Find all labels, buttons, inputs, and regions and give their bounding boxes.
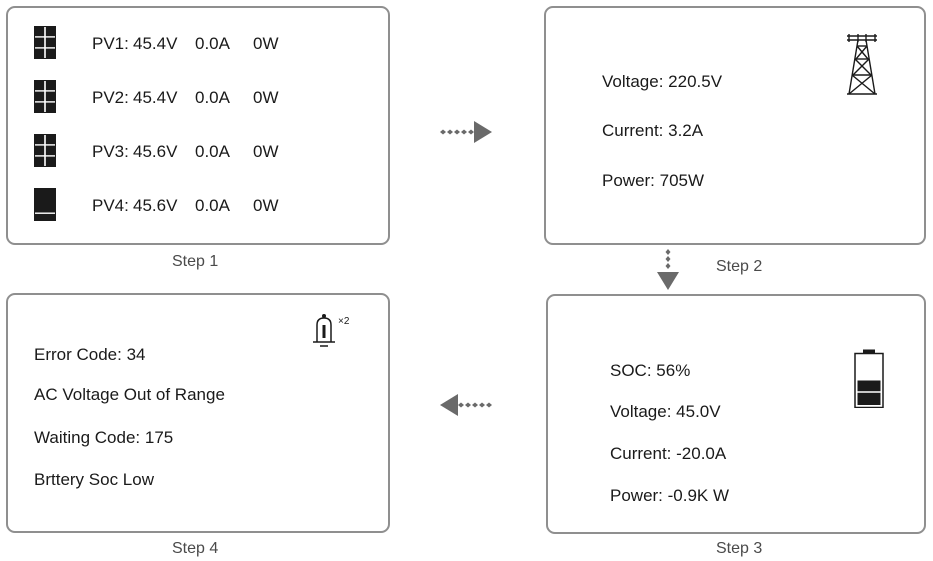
solar-panel-icon [34, 80, 56, 113]
pv1-voltage: 45.4V [133, 34, 178, 53]
pv1-current: 0.0A [195, 34, 230, 53]
pv2-label: PV2: [92, 88, 129, 107]
pv2-current: 0.0A [195, 88, 230, 107]
solar-panel-icon [34, 26, 56, 59]
pv2-power: 0W [253, 88, 279, 107]
pv1-power: 0W [253, 34, 279, 53]
pv4-voltage: 45.6V [133, 196, 178, 215]
power-tower-icon [847, 34, 877, 95]
step4-caption: Step 4 [172, 540, 219, 557]
battery-icon [854, 349, 884, 408]
pv3-current: 0.0A [195, 142, 230, 161]
pv3-voltage: 45.6V [133, 142, 178, 161]
step2-panel: Voltage: 220.5V Current: 3.2A Power: 705… [544, 6, 926, 245]
pv3-power: 0W [253, 142, 279, 161]
battery-power: Power: -0.9K W [610, 486, 730, 505]
pv2-voltage: 45.4V [133, 88, 178, 107]
battery-soc: SOC: 56% [610, 361, 691, 380]
pv4-current: 0.0A [195, 196, 230, 215]
error-code: Error Code: 34 [34, 345, 146, 364]
solar-panel-icon [34, 134, 56, 167]
pv3-label: PV3: [92, 142, 129, 161]
step1-panel: PV1: 45.4V 0.0A 0W PV2: 45.4V 0.0A 0W PV… [6, 6, 390, 245]
alarm-count: ×2 [338, 316, 350, 327]
waiting-code: Waiting Code: 175 [34, 428, 174, 447]
solar-panel-icon [34, 188, 56, 221]
error-text: AC Voltage Out of Range [34, 385, 225, 404]
step2-caption: Step 2 [716, 258, 763, 275]
arrow-down-icon [657, 249, 679, 290]
arrow-left-icon [440, 394, 492, 416]
pv4-power: 0W [253, 196, 279, 215]
pv4-label: PV4: [92, 196, 129, 215]
step3-caption: Step 3 [716, 540, 763, 557]
grid-voltage: Voltage: 220.5V [602, 72, 723, 91]
battery-current: Current: -20.0A [610, 444, 727, 463]
pv1-label: PV1: [92, 34, 129, 53]
step3-panel: SOC: 56% Voltage: 45.0V Current: -20.0A … [546, 294, 926, 534]
grid-current: Current: 3.2A [602, 121, 704, 140]
arrow-right-icon [440, 121, 492, 143]
alarm-bell-icon: ×2 [313, 314, 350, 347]
battery-voltage: Voltage: 45.0V [610, 402, 721, 421]
waiting-text: Brttery Soc Low [34, 470, 154, 489]
step4-panel: ×2 Error Code: 34 AC Voltage Out of Rang… [6, 293, 390, 533]
step1-caption: Step 1 [172, 253, 219, 270]
grid-power: Power: 705W [602, 171, 705, 190]
